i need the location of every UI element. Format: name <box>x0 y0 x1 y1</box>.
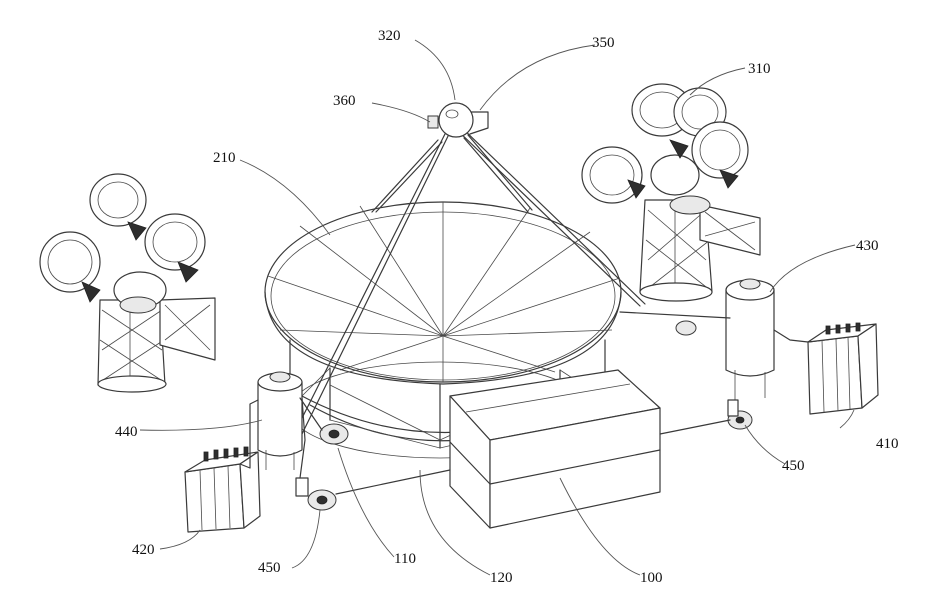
pump-450-right <box>728 400 752 429</box>
label-120: 120 <box>490 570 513 586</box>
label-420: 420 <box>132 542 155 558</box>
label-210: 210 <box>213 150 236 166</box>
tank-right <box>726 279 774 400</box>
label-320: 320 <box>378 28 401 44</box>
battery-left <box>185 447 260 532</box>
label-110: 110 <box>394 551 416 567</box>
storage-box <box>450 370 660 528</box>
pump-110 <box>320 424 348 444</box>
label-310: 310 <box>748 61 771 77</box>
label-450-right: 450 <box>782 458 805 474</box>
battery-right <box>808 323 878 414</box>
lamp-cluster-right <box>582 84 748 214</box>
label-350: 350 <box>592 35 615 51</box>
left-lamp-tower <box>40 174 215 392</box>
label-450-left: 450 <box>258 560 281 576</box>
label-360: 360 <box>333 93 356 109</box>
label-410: 410 <box>876 436 899 452</box>
label-440: 440 <box>115 424 138 440</box>
inline-valve <box>676 321 696 335</box>
label-430: 430 <box>856 238 879 254</box>
lamp-cluster-left <box>40 174 205 313</box>
label-100: 100 <box>640 570 663 586</box>
tank-left <box>258 372 302 470</box>
pump-450-left <box>296 478 336 510</box>
